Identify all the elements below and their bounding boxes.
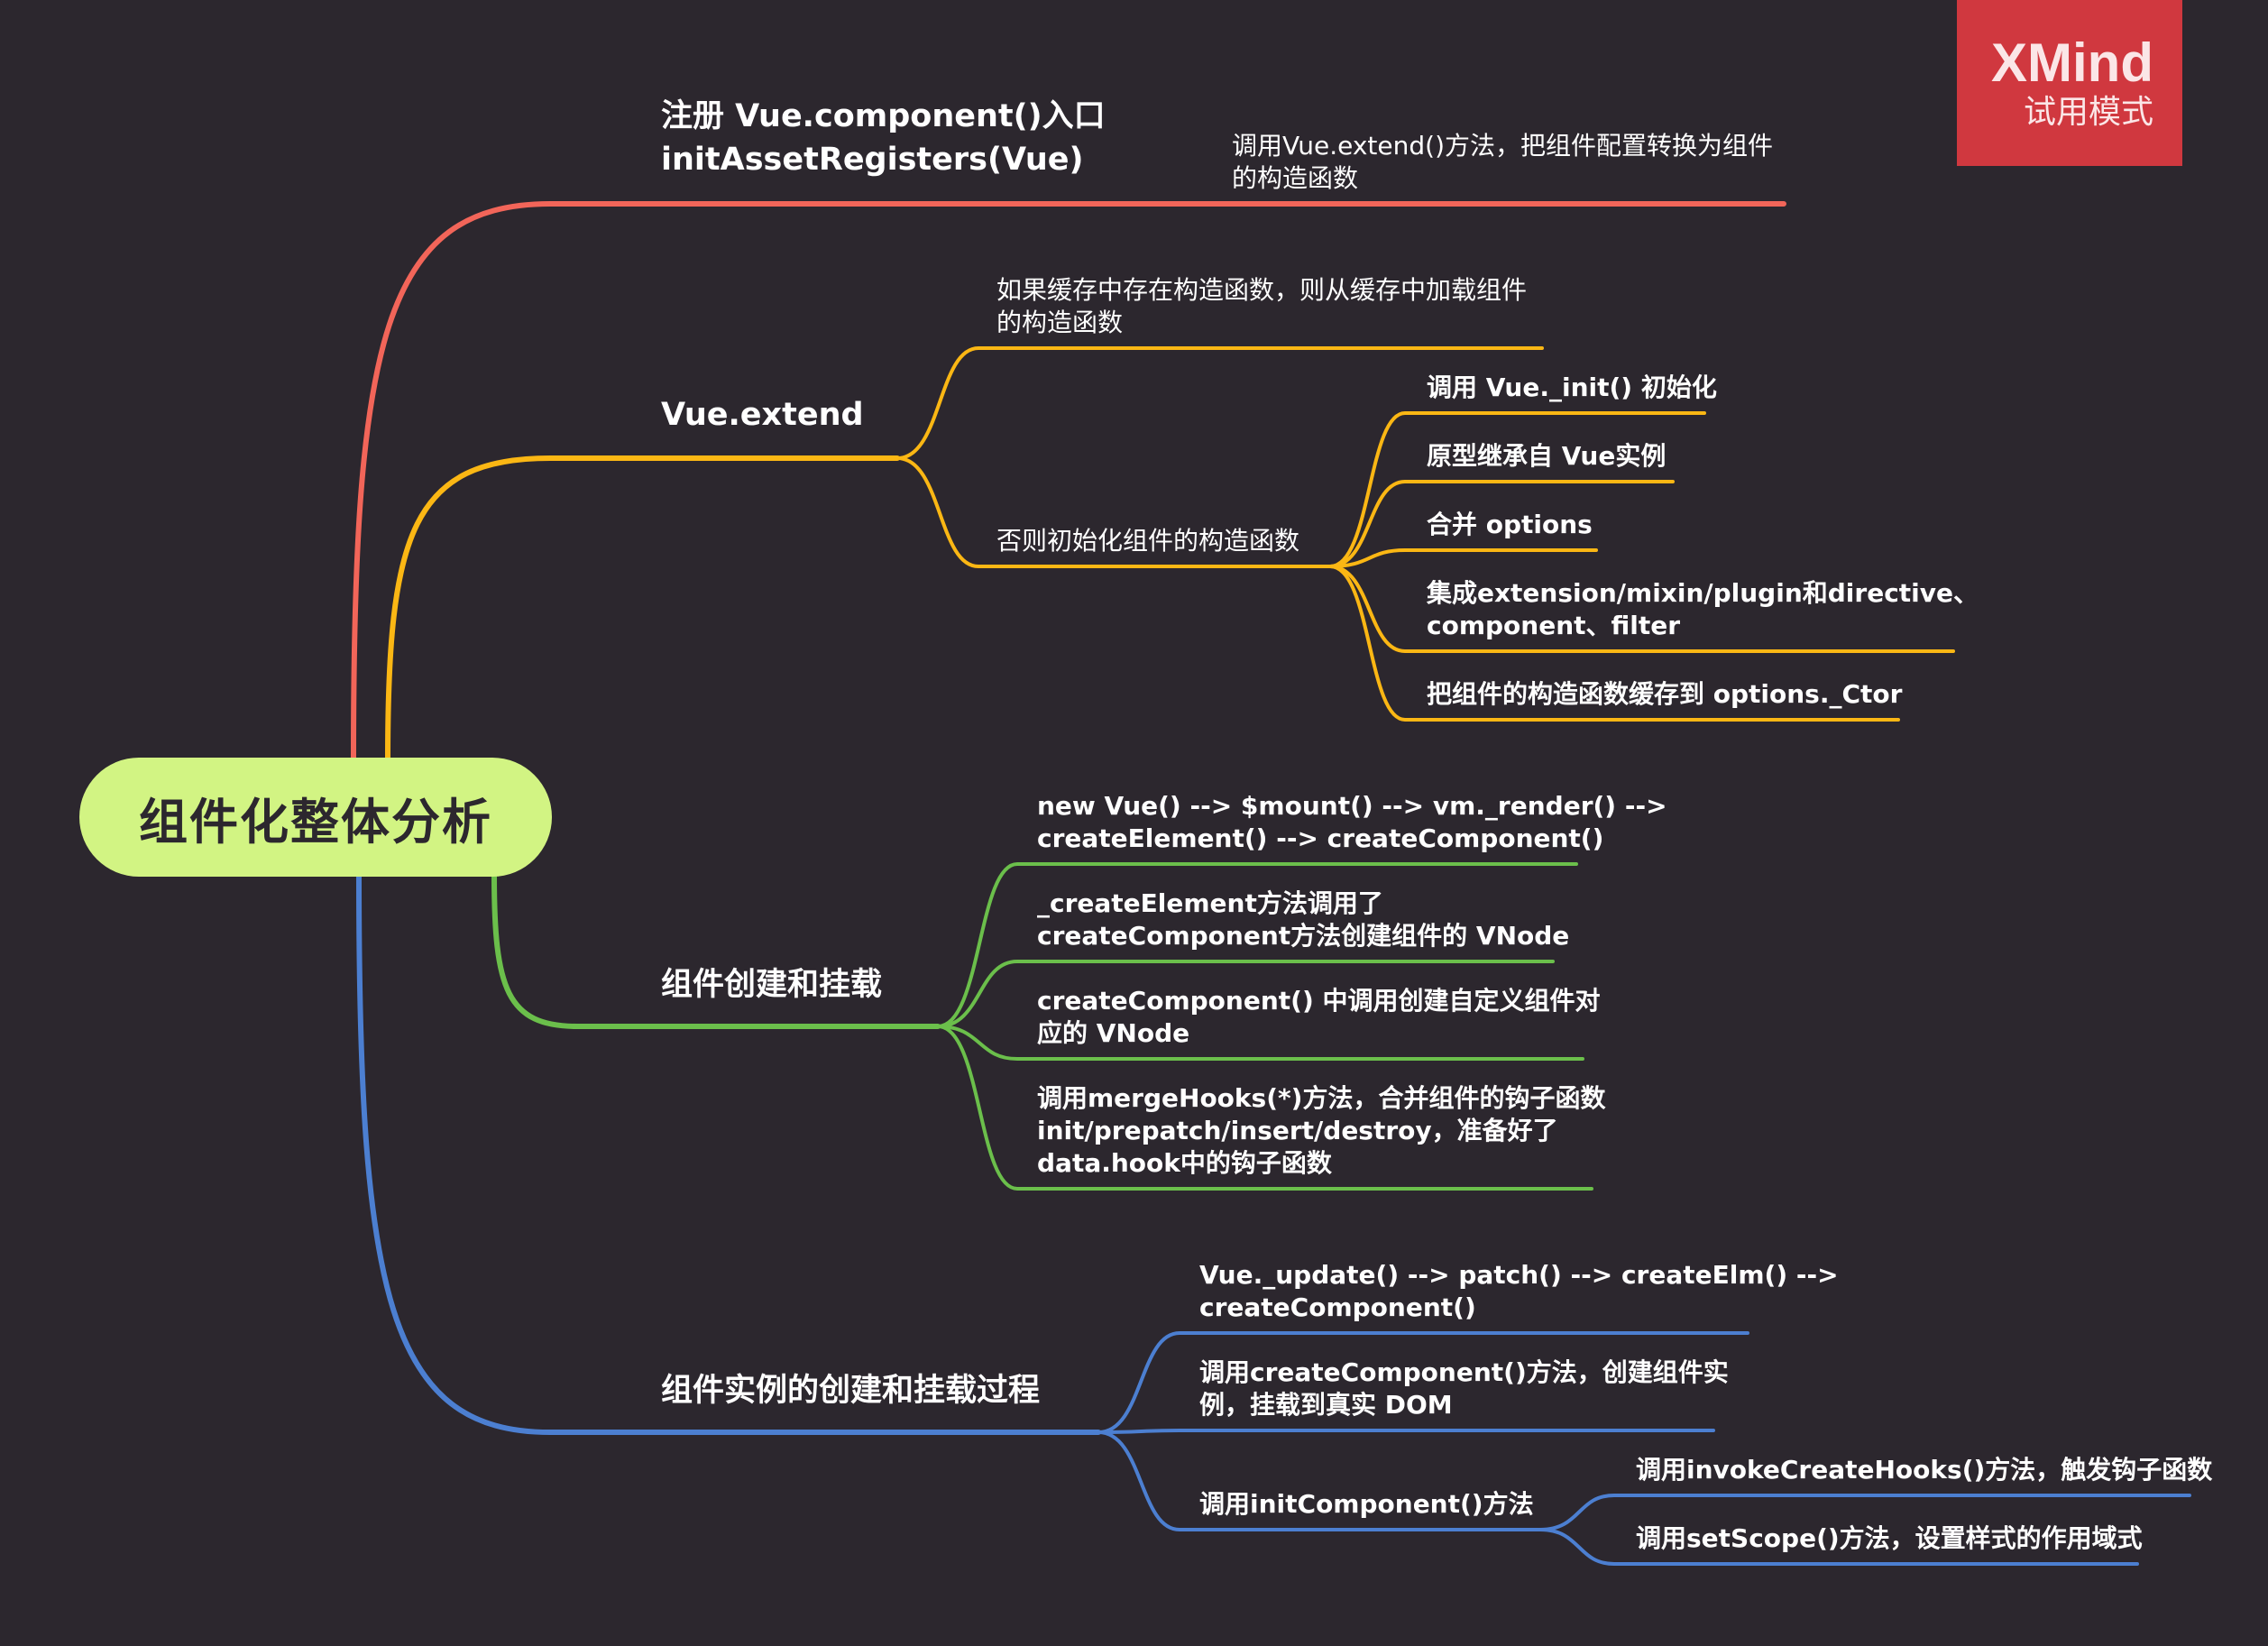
connector-register — [351, 201, 1786, 762]
subtopic-create-component-vnode[interactable]: createComponent() 中调用创建自定义组件对 应的 VNode — [1037, 986, 1601, 1048]
topic-instance-create-mount[interactable]: 组件实例的创建和挂载过程 — [661, 1373, 1041, 1409]
subtopic-merge-hooks[interactable]: 调用mergeHooks(*)方法，合并组件的钩子函数 init/prepatc… — [1037, 1083, 1606, 1178]
subtopic-create-element[interactable]: _createElement方法调用了 createComponent方法创建组… — [1037, 888, 1570, 951]
connector-extend-leaf-4 — [1328, 565, 1900, 722]
leaf-extend-init[interactable]: 调用 Vue._init() 初始化 — [1427, 372, 1717, 402]
leaf-extend-merge-options[interactable]: 合并 options — [1427, 510, 1593, 539]
topic-register[interactable]: 注册 Vue.component()入口 initAssetRegisters(… — [661, 98, 1106, 178]
topic-component-create-mount[interactable]: 组件创建和挂载 — [661, 967, 883, 1003]
connector-instance-1 — [1097, 1429, 1715, 1434]
connector-instance-2 — [1097, 1430, 1542, 1531]
connector-init-leaf-1 — [1538, 1528, 2139, 1566]
leaf-invoke-create-hooks[interactable]: 调用invokeCreateHooks()方法，触发钩子函数 — [1636, 1455, 2213, 1485]
connector-extend-leaf-2 — [1328, 548, 1598, 568]
connector-create — [491, 872, 941, 1029]
connector-instance-0 — [1097, 1331, 1749, 1434]
connector-extend-cache — [895, 346, 1544, 460]
connector-init-leaf-0 — [1538, 1494, 2191, 1531]
connector-extend-leaf-1 — [1328, 480, 1675, 568]
watermark-mode: 试用模式 — [2023, 94, 2153, 131]
connector-create-0 — [936, 862, 1578, 1028]
leaf-extend-integrate[interactable]: 集成extension/mixin/plugin和directive、 comp… — [1427, 578, 1979, 640]
leaf-set-scope[interactable]: 调用setScope()方法，设置样式的作用域式 — [1636, 1523, 2143, 1553]
connector-extend-init — [895, 456, 1332, 568]
subtopic-update-flow[interactable]: Vue._update() --> patch() --> createElm(… — [1199, 1260, 1839, 1322]
connector-create-2 — [936, 1025, 1584, 1061]
subtopic-create-instance[interactable]: 调用createComponent()方法，创建组件实 例，挂载到真实 DOM — [1199, 1357, 1729, 1420]
connector-extend-leaf-0 — [1328, 411, 1706, 568]
watermark-brand: XMind — [1991, 32, 2153, 93]
root-topic[interactable]: 组件化整体分析 — [79, 758, 552, 877]
connector-create-1 — [936, 960, 1555, 1028]
leaf-extend-cache-ctor[interactable]: 把组件的构造函数缓存到 options._Ctor — [1427, 679, 1903, 709]
subtopic-create-flow[interactable]: new Vue() --> $mount() --> vm._render() … — [1037, 791, 1667, 853]
subtopic-extend-init-ctor[interactable]: 否则初始化组件的构造函数 — [996, 526, 1300, 556]
subtopic-extend-cache[interactable]: 如果缓存中存在构造函数，则从缓存中加载组件 的构造函数 — [996, 275, 1528, 337]
xmind-trial-watermark: XMind 试用模式 — [1957, 0, 2182, 166]
connector-extend — [385, 455, 900, 762]
leaf-extend-prototype[interactable]: 原型继承自 Vue实例 — [1427, 441, 1667, 471]
topic-vue-extend[interactable]: Vue.extend — [661, 397, 864, 433]
subtopic-init-component[interactable]: 调用initComponent()方法 — [1199, 1489, 1534, 1519]
connector-instance — [356, 872, 1101, 1435]
subtopic-register-extend-call[interactable]: 调用Vue.extend()方法，把组件配置转换为组件 的构造函数 — [1232, 131, 1774, 193]
connector-create-3 — [936, 1025, 1593, 1191]
connector-extend-leaf-3 — [1328, 565, 1955, 653]
